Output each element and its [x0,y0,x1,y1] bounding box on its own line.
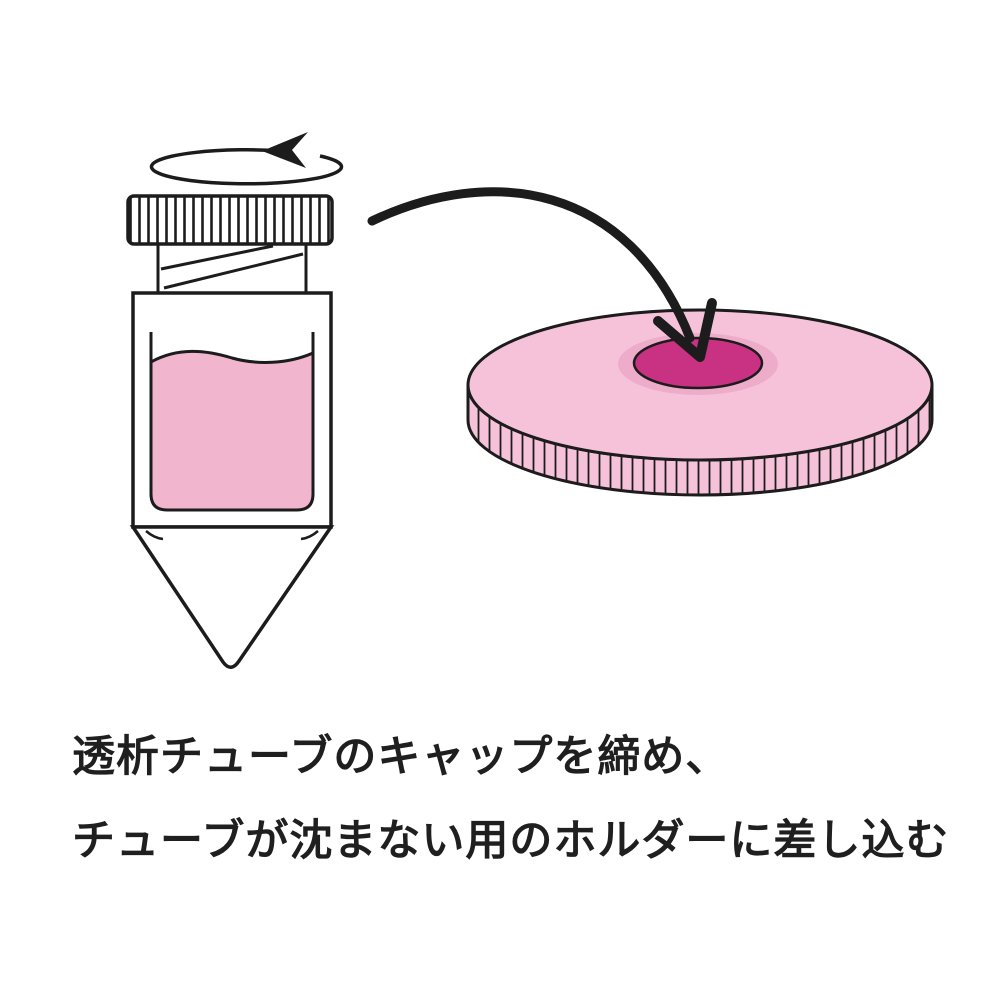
cone-joint-mark-right [300,530,319,541]
insert-arrow-icon [367,187,717,362]
holder-hole [632,336,764,390]
liquid-surface-line [150,349,314,364]
tube-inner-vessel [149,332,315,512]
dialysis-tube [126,132,344,669]
float-holder-disc [466,308,934,497]
caption-line-1: 透析チューブのキャップを締め、 [72,732,730,782]
caption-line-2: チューブが沈まない用のホルダーに差し込む [72,816,950,866]
tube-cap [126,194,334,246]
tube-liquid [151,351,313,510]
cone-joint-mark-left [145,530,164,541]
tube-cone [129,525,335,669]
tube-neck [156,242,308,296]
rotation-arrow-icon [149,132,344,186]
